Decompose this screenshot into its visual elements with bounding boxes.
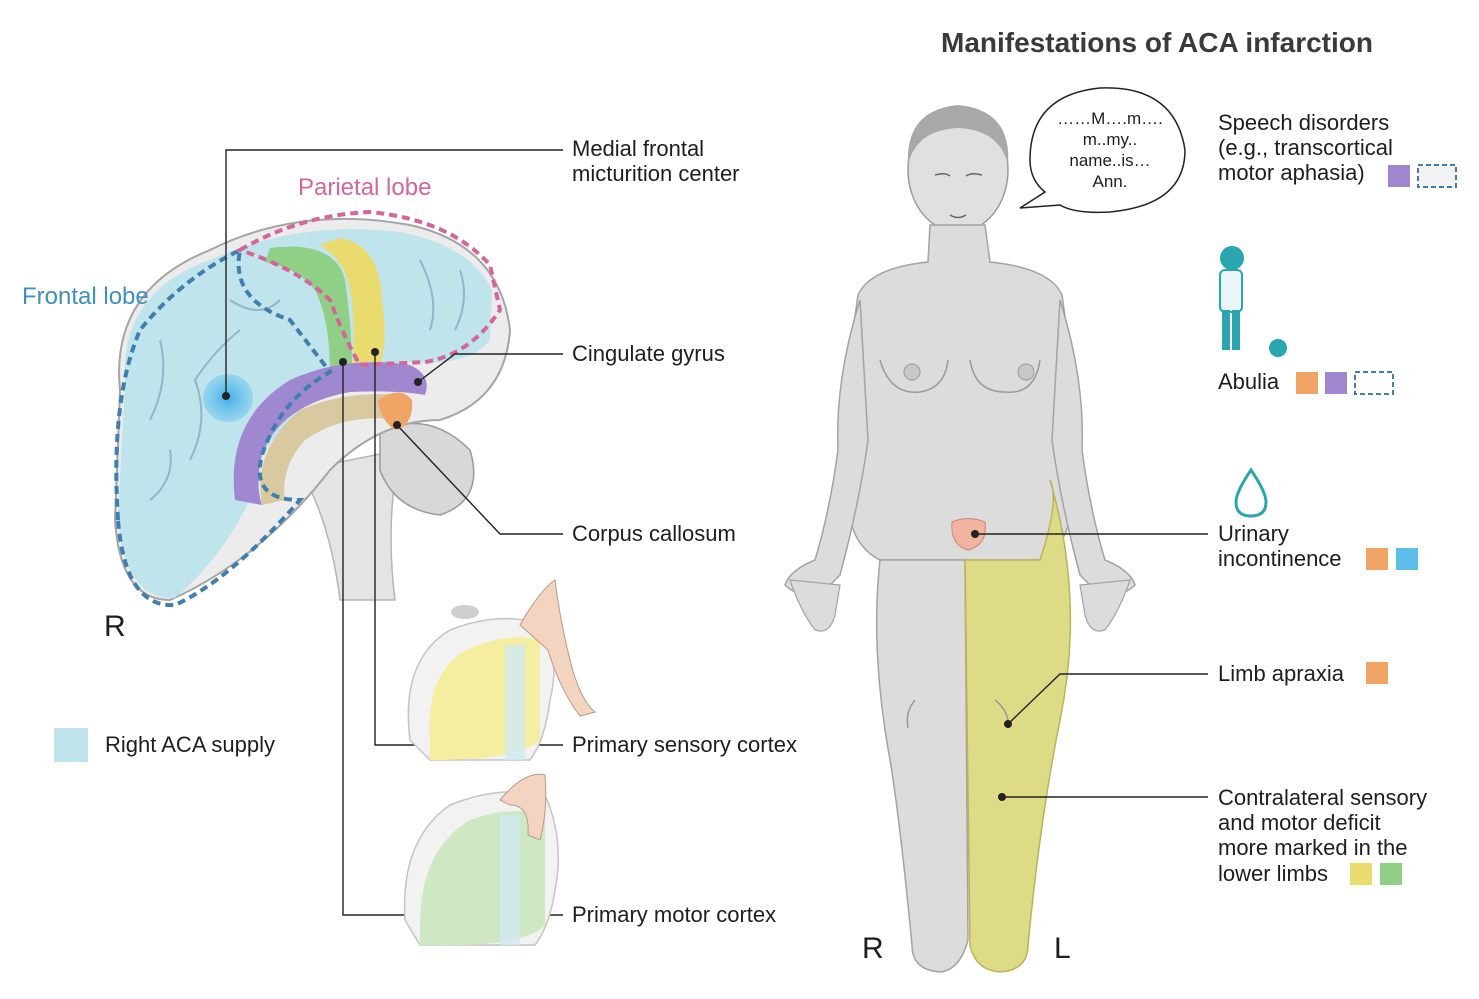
cingulate-gyrus <box>233 362 427 505</box>
speech-line-4: Ann. <box>1093 172 1128 191</box>
deficit-line4: lower limbs <box>1218 861 1328 886</box>
sensory-strip <box>320 238 385 368</box>
child-leg-icon <box>1222 310 1230 350</box>
motor-midline <box>500 815 520 945</box>
leader-dot-micturition <box>222 392 230 400</box>
gyri-lines <box>149 259 465 501</box>
urinary-line2: incontinence <box>1218 546 1342 571</box>
leader-dot-deficit <box>998 793 1006 801</box>
abulia-label: Abulia <box>1218 369 1280 394</box>
deficit-line3: more marked in the <box>1218 835 1408 860</box>
speech-line-3: name..is… <box>1069 151 1150 170</box>
abulia-swatch-callosum <box>1296 372 1318 394</box>
sensory-homunculus <box>407 579 597 761</box>
patient-left-leg-affected <box>964 479 1072 973</box>
patient-torso <box>847 224 1073 561</box>
leader-dot-urinary <box>971 530 979 538</box>
patient-bladder <box>951 518 986 551</box>
aca-supply-region <box>118 229 492 599</box>
patient-right-hand <box>789 579 841 632</box>
urinary-swatch-micturition <box>1396 548 1418 570</box>
body-leader-lines <box>971 530 1208 801</box>
label-cingulate: Cingulate gyrus <box>572 341 725 366</box>
frontal-lobe-label: Frontal lobe <box>22 283 149 310</box>
child-body-icon <box>1219 269 1243 313</box>
label-micturition-line2: micturition center <box>572 161 740 186</box>
body-right-label: R <box>862 932 884 965</box>
abulia-icon <box>1219 246 1287 357</box>
leader-dot-apraxia <box>1004 720 1012 728</box>
patient-chest <box>879 359 1041 393</box>
child-head-icon <box>1220 246 1244 270</box>
patient-right-nipple <box>903 363 921 381</box>
patient-left-nipple <box>1017 363 1035 381</box>
water-drop-icon <box>1234 467 1268 518</box>
leader-apraxia <box>1007 673 1208 725</box>
deficit-line1: Contralateral sensory <box>1218 785 1427 810</box>
label-motor-cortex: Primary motor cortex <box>572 902 776 927</box>
abulia-swatch-cingulate <box>1325 372 1347 394</box>
sensory-homunculus-leg <box>519 579 597 717</box>
patient-left-hand <box>1079 579 1131 632</box>
speech-swatch-frontal <box>1417 164 1457 188</box>
patient-face <box>934 172 983 219</box>
deficit-swatch-sensory <box>1350 863 1372 885</box>
body-left-label: L <box>1054 932 1071 965</box>
urinary-swatch-callosum <box>1366 548 1388 570</box>
frontal-lobe-boundary <box>114 246 333 608</box>
motor-homunculus-limb <box>499 773 547 841</box>
urinary-line1: Urinary <box>1218 521 1289 546</box>
apraxia-label: Limb apraxia <box>1218 661 1345 686</box>
speech-bubble-shape <box>1019 87 1186 214</box>
patient-right-arm <box>784 299 869 595</box>
patient-figure <box>784 105 1136 973</box>
label-sensory-cortex: Primary sensory cortex <box>572 732 797 757</box>
leader-dot-motor <box>339 358 347 366</box>
brain-illustration <box>113 209 512 608</box>
leader-corpus-callosum <box>396 424 563 535</box>
label-corpus-callosum: Corpus callosum <box>572 521 736 546</box>
legend-label: Right ACA supply <box>105 732 275 757</box>
motor-homunculus <box>403 773 560 946</box>
child-leg2-icon <box>1232 310 1240 350</box>
leader-micturition <box>225 149 563 396</box>
speech-disorders-line1: Speech disorders <box>1218 110 1389 135</box>
corpus-callosum-body <box>260 394 408 505</box>
abulia-swatch-frontal <box>1354 371 1394 395</box>
leader-cingulate <box>417 353 563 383</box>
motor-strip <box>265 246 352 372</box>
speech-line-2: m..my.. <box>1083 130 1137 149</box>
speech-disorders-line2: (e.g., transcortical <box>1218 135 1393 160</box>
deficit-line2: and motor deficit <box>1218 810 1381 835</box>
figure-title: Manifestations of ACA infarction <box>941 27 1373 58</box>
patient-right-leg <box>875 559 969 973</box>
sensory-homunculus-head <box>451 605 479 619</box>
legend-swatch-aca <box>54 728 88 762</box>
deficit-swatch-motor <box>1380 863 1402 885</box>
brain-side-label: R <box>104 610 126 643</box>
corpus-callosum-splenium <box>378 392 413 430</box>
sensory-midline <box>505 645 525 760</box>
leader-dot-cingulate <box>414 378 422 386</box>
apraxia-swatch-callosum <box>1366 662 1388 684</box>
speech-swatch-cingulate <box>1388 165 1410 187</box>
label-micturition-line1: Medial frontal <box>572 136 704 161</box>
parietal-lobe-label: Parietal lobe <box>298 174 431 201</box>
speech-disorders-line3: motor aphasia) <box>1218 160 1365 185</box>
leader-dot-sensory <box>371 348 379 356</box>
speech-line-1: ……M….m…. <box>1057 109 1163 128</box>
ball-icon <box>1269 339 1287 357</box>
patient-hair <box>907 105 1009 165</box>
leader-dot-corpus-callosum <box>393 421 401 429</box>
speech-bubble: ……M….m…. m..my.. name..is… Ann. <box>1019 87 1186 214</box>
cerebellum <box>379 422 475 516</box>
